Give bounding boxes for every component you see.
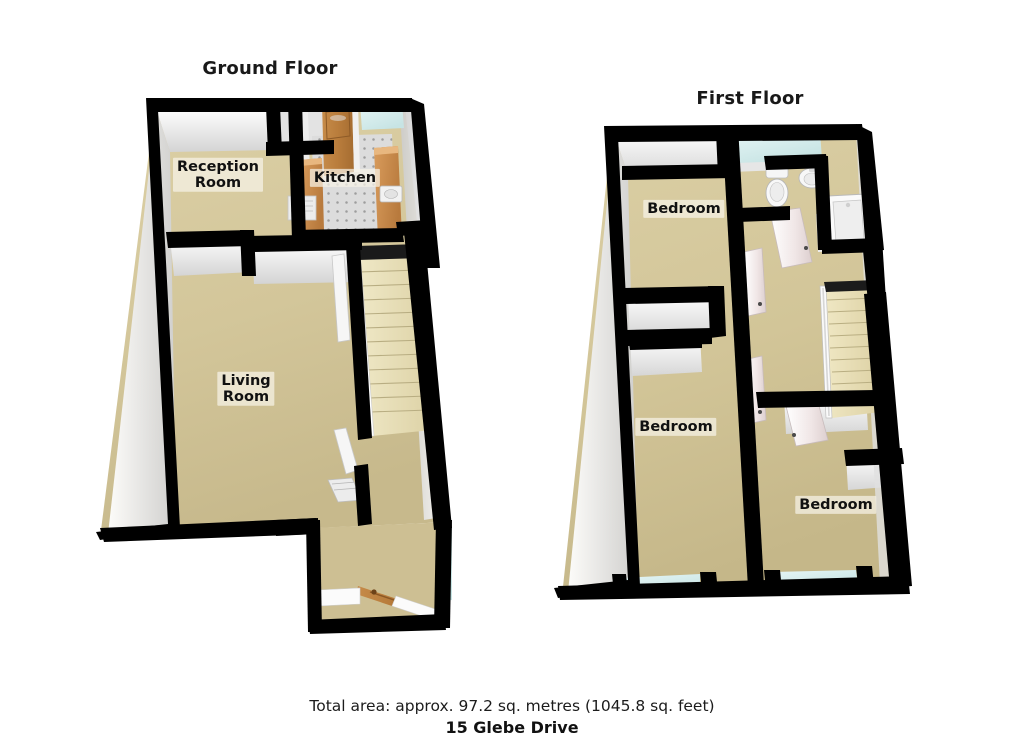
kitchen-door-icon [322,101,354,176]
door-bathroom-icon [769,207,813,269]
ground-floor-slab [100,105,450,624]
property-address: 15 Glebe Drive [445,718,579,738]
first-floor-title: First Floor [696,88,804,109]
radiator-icon [327,477,363,503]
washbasin-icon [798,167,826,189]
first-interior-wall-faces [568,131,902,592]
total-area-text: Total area: approx. 97.2 sq. metres (104… [309,697,715,715]
entrance-hall [317,528,452,621]
first-floor-slab [562,128,908,596]
footer: Total area: approx. 97.2 sq. metres (104… [0,695,1024,739]
bathroom-fixtures [765,165,871,249]
room-label-bedroom-3: Bedroom [795,495,877,515]
ground-staircase [351,244,432,437]
ground-interior-wall-faces [108,108,448,534]
first-floor-walls [554,124,912,600]
kitchen-sink-icon [379,185,403,203]
door-bedroom3-icon [785,401,829,447]
room-label-kitchen: Kitchen [309,168,381,188]
bath-icon [827,193,871,249]
living-room-details [327,253,363,503]
ground-floor-title: Ground Floor [202,58,338,79]
room-label-bedroom-2: Bedroom [635,417,717,437]
ground-floor-walls [96,98,452,634]
door-bedroom1-icon [743,247,767,317]
toilet-icon [765,165,789,208]
first-floor-staircase [819,280,881,419]
front-door-icon [356,586,418,614]
door-bedroom2-icon [743,355,767,425]
room-label-bedroom-1: Bedroom [643,199,725,219]
room-label-reception-room: Reception Room [173,157,263,193]
banister-icon [819,285,833,419]
room-label-living-room: Living Room [217,371,275,407]
first-floor-doors [743,207,829,447]
